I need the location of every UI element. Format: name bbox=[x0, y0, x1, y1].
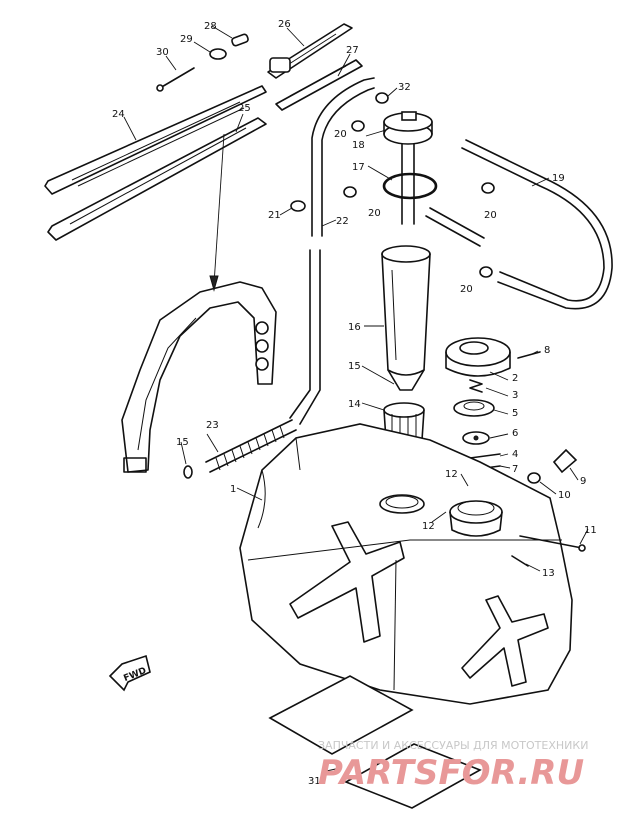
callout-5: 5 bbox=[512, 408, 518, 419]
cover-9 bbox=[552, 448, 578, 474]
callout-17: 17 bbox=[352, 162, 365, 173]
watermark: ЗАПЧАСТИ И АКСЕССУАРЫ ДЛЯ МОТОТЕХНИКИ PA… bbox=[318, 739, 588, 793]
callout-29: 29 bbox=[180, 34, 193, 45]
strap-24 bbox=[44, 85, 267, 195]
collar-29 bbox=[209, 48, 227, 60]
fuel-tank-1 bbox=[239, 423, 573, 705]
callout-12-lower: 12 bbox=[422, 521, 435, 532]
hose-19 bbox=[425, 139, 613, 310]
callout-23: 23 bbox=[206, 420, 219, 431]
callout-16: 16 bbox=[348, 322, 361, 333]
callout-24: 24 bbox=[112, 109, 125, 120]
callout-15-upper: 15 bbox=[348, 361, 361, 372]
cap-2 bbox=[445, 337, 511, 377]
callout-20-c: 20 bbox=[484, 210, 497, 221]
bolt-30 bbox=[156, 67, 195, 92]
strap-26 bbox=[267, 23, 353, 79]
clips-20 bbox=[343, 120, 495, 278]
leader-lines bbox=[123, 25, 589, 773]
fwd-arrow: FWD bbox=[108, 654, 151, 692]
bolt-11 bbox=[519, 535, 586, 552]
callout-21: 21 bbox=[268, 210, 281, 221]
callout-15-lower: 15 bbox=[176, 437, 189, 448]
callout-1: 1 bbox=[230, 484, 236, 495]
callout-28: 28 bbox=[204, 21, 217, 32]
washer-6 bbox=[462, 431, 490, 445]
callout-6: 6 bbox=[512, 428, 518, 439]
gasket-17 bbox=[382, 172, 438, 200]
filter-tube-16 bbox=[381, 245, 431, 391]
callout-20-d: 20 bbox=[460, 284, 473, 295]
pad-31-upper bbox=[268, 675, 414, 755]
watermark-logo-text: PARTSFOR.RU bbox=[318, 753, 584, 793]
callout-26: 26 bbox=[278, 19, 291, 30]
spring-3 bbox=[469, 379, 483, 393]
clip-15-left bbox=[183, 465, 193, 479]
callout-4: 4 bbox=[512, 449, 518, 460]
screw-8 bbox=[517, 351, 541, 359]
strap-25 bbox=[47, 117, 267, 241]
callout-labels: 1 2 3 4 5 6 7 8 9 10 11 12 12 13 14 15 1… bbox=[112, 19, 597, 787]
filler-cap-18 bbox=[383, 111, 433, 225]
watermark-tagline: ЗАПЧАСТИ И АКСЕССУАРЫ ДЛЯ МОТОТЕХНИКИ bbox=[318, 739, 588, 752]
pad-31-lower bbox=[344, 743, 482, 809]
callout-13: 13 bbox=[542, 568, 555, 579]
callout-20-a: 20 bbox=[334, 129, 347, 140]
callout-19: 19 bbox=[552, 173, 565, 184]
pin-28 bbox=[231, 33, 249, 47]
clip-10 bbox=[527, 472, 541, 484]
grommet-13 bbox=[511, 555, 529, 567]
callout-22: 22 bbox=[336, 216, 349, 227]
strap-27 bbox=[275, 59, 363, 111]
hose-22 bbox=[289, 77, 375, 425]
clip-21 bbox=[290, 200, 306, 212]
callout-32: 32 bbox=[398, 82, 411, 93]
callout-3: 3 bbox=[512, 390, 518, 401]
callout-12-upper: 12 bbox=[445, 469, 458, 480]
callout-2: 2 bbox=[512, 373, 518, 384]
callout-20-b: 20 bbox=[368, 208, 381, 219]
callout-27: 27 bbox=[346, 45, 359, 56]
callout-14: 14 bbox=[348, 399, 361, 410]
callout-11: 11 bbox=[584, 525, 597, 536]
callout-10: 10 bbox=[558, 490, 571, 501]
hose-23 bbox=[205, 419, 297, 473]
callout-7: 7 bbox=[512, 464, 518, 475]
callout-9: 9 bbox=[580, 476, 586, 487]
callout-18: 18 bbox=[352, 140, 365, 151]
callout-31: 31 bbox=[308, 776, 321, 787]
clip-32 bbox=[375, 92, 389, 104]
seal-5 bbox=[453, 399, 495, 417]
callout-8: 8 bbox=[544, 345, 550, 356]
tank-bracket bbox=[121, 133, 277, 473]
callout-30: 30 bbox=[156, 47, 169, 58]
callout-25: 25 bbox=[238, 103, 251, 114]
